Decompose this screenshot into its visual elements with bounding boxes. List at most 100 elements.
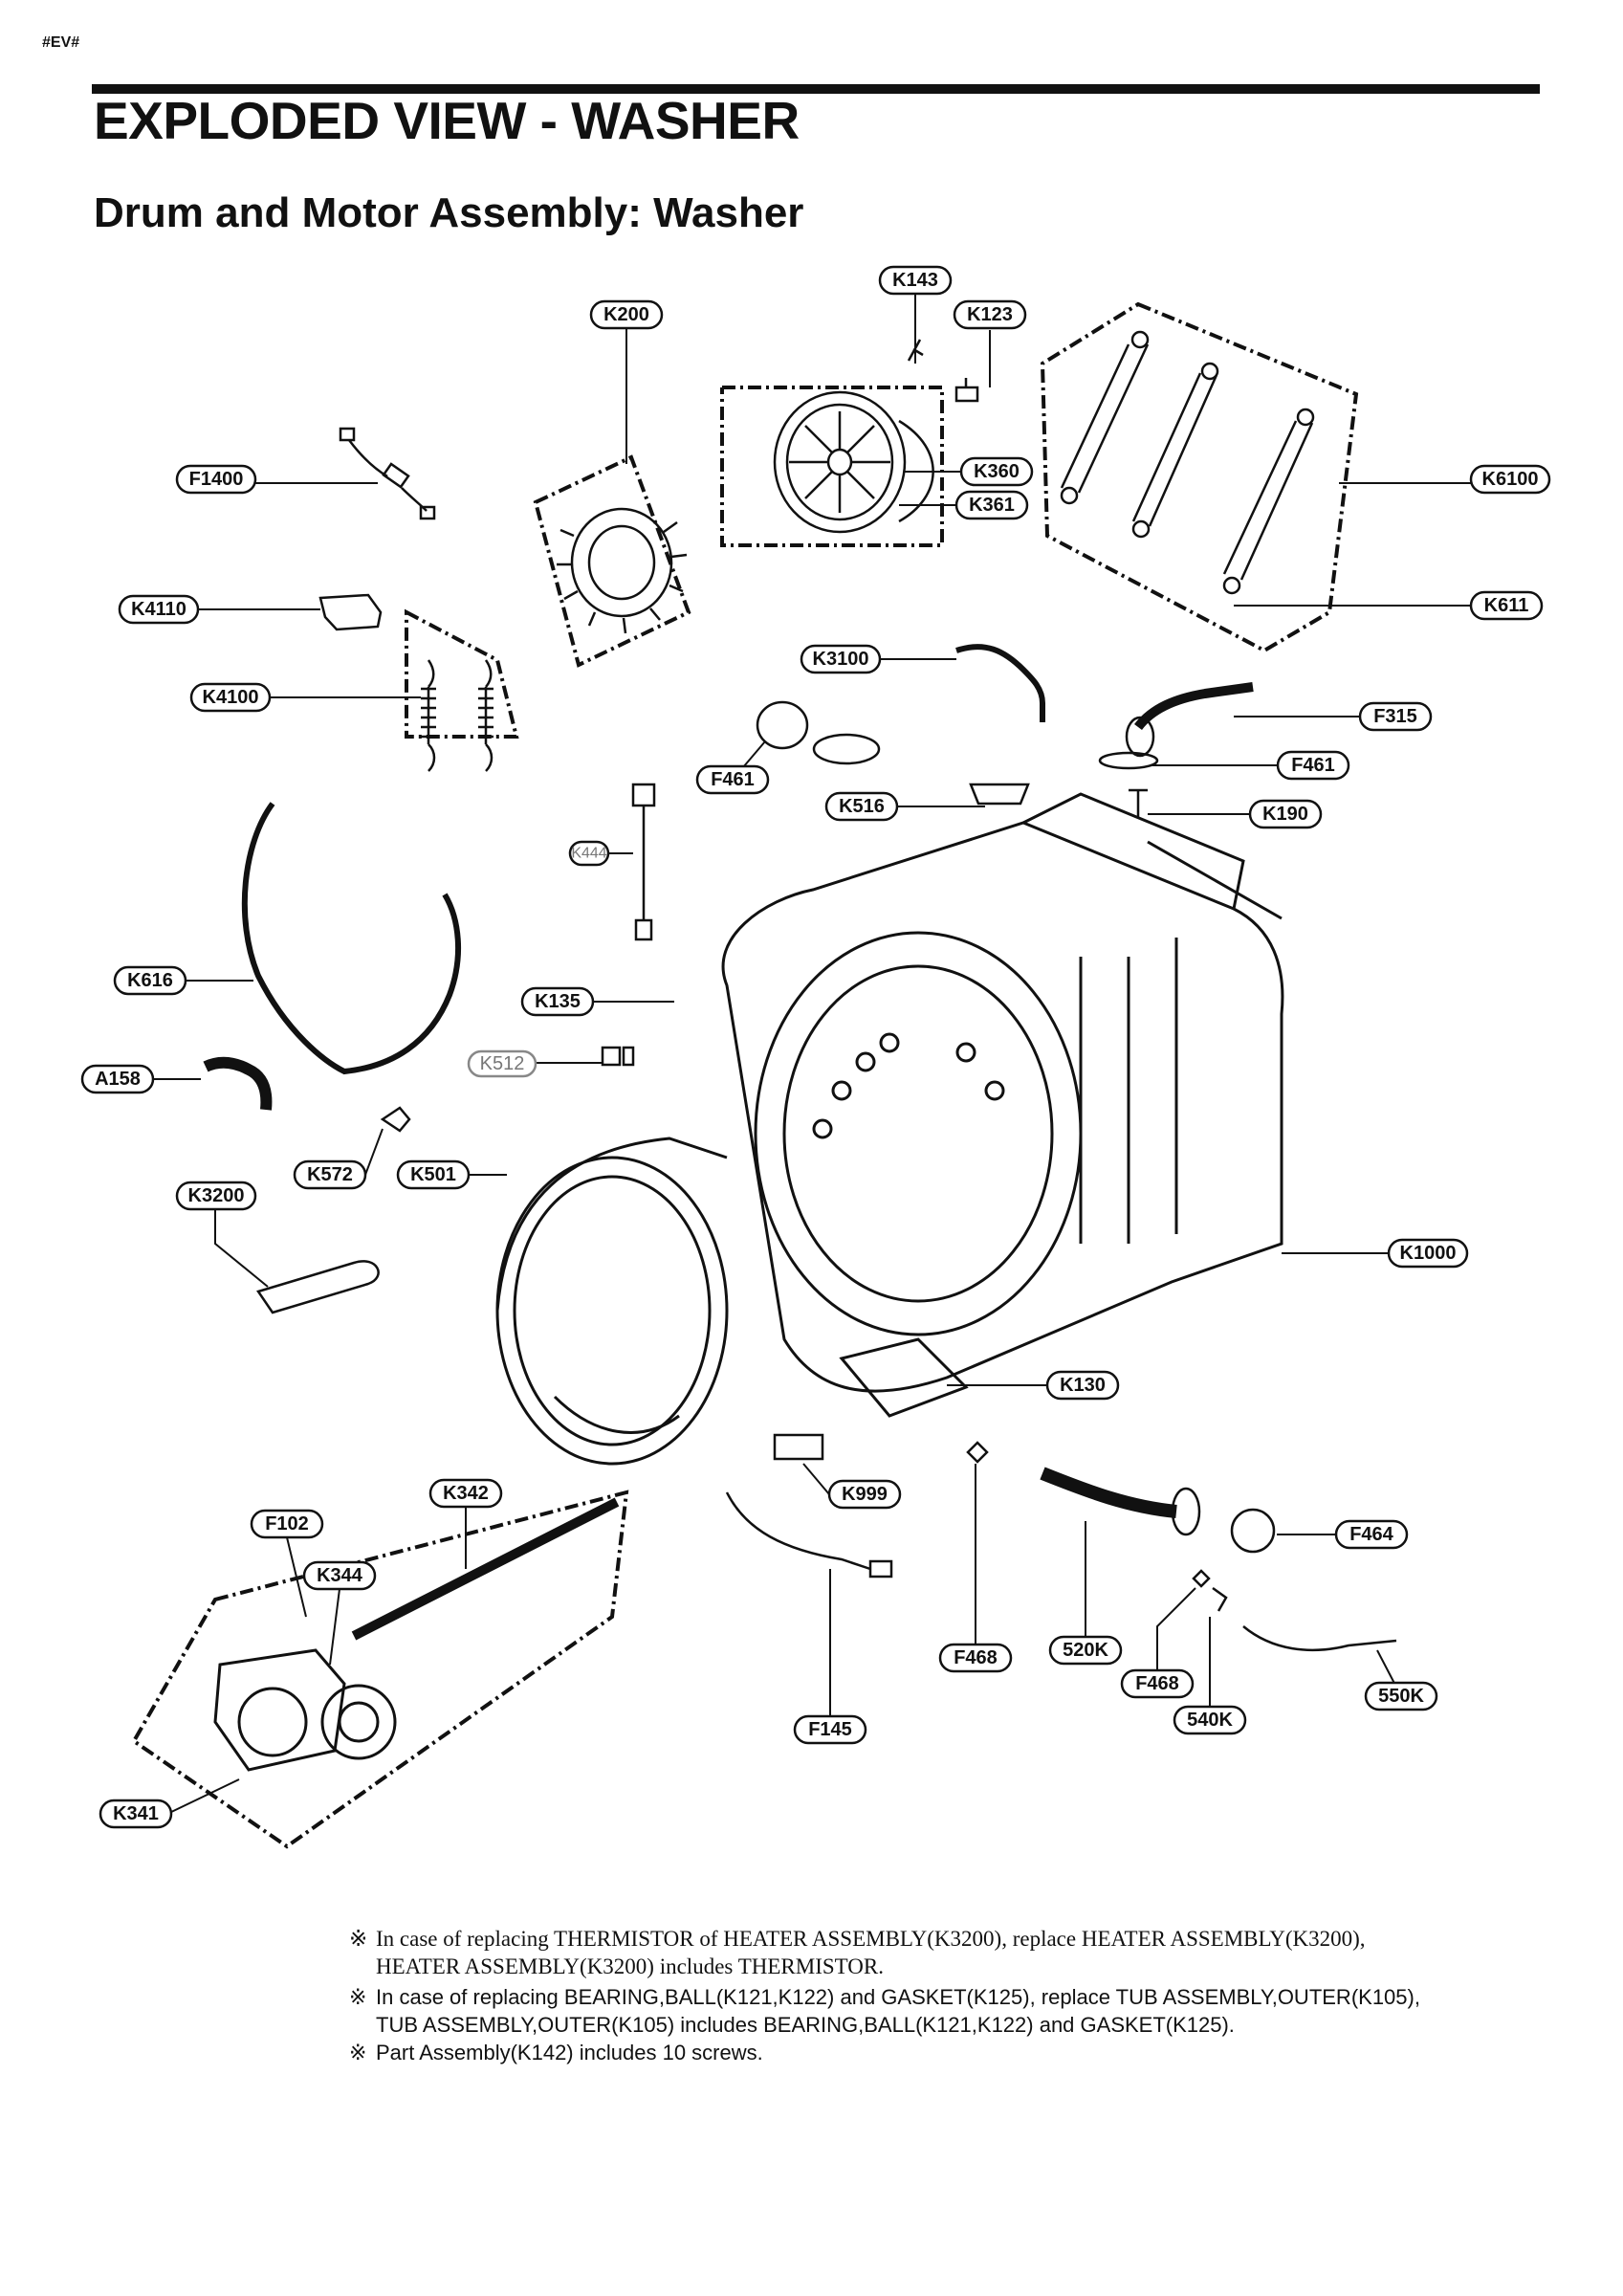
spring-boundary [405, 608, 519, 739]
callout-f461-right-frame [1276, 750, 1350, 781]
note-line: In case of replacing BEARING,BALL(K121,K… [376, 1985, 1420, 2009]
callout-k3100-frame [800, 644, 882, 674]
tub-k1000 [721, 792, 1284, 1393]
callout-f461-left: F461 [711, 769, 755, 790]
section-subtitle: Drum and Motor Assembly: Washer [94, 189, 804, 236]
springs-k4100 [421, 659, 493, 772]
callout-f102: F102 [265, 1513, 309, 1534]
callout-550k: 550K [1378, 1686, 1424, 1707]
hose-k3100 [955, 644, 1045, 722]
callout-k1000: K1000 [1400, 1243, 1457, 1264]
callout-f464-frame [1334, 1519, 1409, 1550]
callout-k512: K512 [480, 1053, 525, 1074]
hose-k342 [351, 1497, 620, 1641]
note-thermistor: ※ In case of replacing THERMISTOR of HEA… [349, 1925, 1497, 1980]
callout-a158-frame [80, 1064, 155, 1094]
callout-f1400: F1400 [189, 469, 244, 490]
hose-f315 [1134, 682, 1254, 731]
note-line: HEATER ASSEMBLY(K3200) includes THERMIST… [376, 1954, 884, 1978]
callout-f468-lower: F468 [1135, 1673, 1179, 1694]
part-f468-upper [966, 1441, 989, 1464]
wire-550k [1242, 1625, 1397, 1651]
callout-a158: A158 [95, 1069, 141, 1090]
callout-k1000-frame [1387, 1238, 1469, 1269]
callout-k200: K200 [603, 304, 649, 325]
sensor-k444 [631, 783, 656, 941]
callout-k143: K143 [892, 270, 938, 291]
assembly-boundaries [131, 301, 1359, 1849]
stator-k200 [557, 507, 688, 634]
clip-k4110 [318, 593, 383, 631]
callout-f464: F464 [1349, 1524, 1393, 1545]
page-title: EXPLODED VIEW - WASHER [94, 91, 800, 150]
callout-k190-frame [1248, 799, 1323, 829]
callout-k200-frame [589, 299, 664, 330]
note-bearing: ※ In case of replacing BEARING,BALL(K121… [349, 1983, 1497, 2039]
callout-labels [80, 265, 1551, 1829]
callout-f102-frame [250, 1509, 324, 1539]
part-f468-lower [1192, 1569, 1211, 1588]
callout-k611-frame [1469, 590, 1544, 621]
callout-k501-frame [396, 1159, 471, 1190]
wire-f145 [725, 1491, 871, 1571]
callout-f145-frame [793, 1714, 867, 1745]
callout-k611: K611 [1484, 595, 1529, 616]
part-k572 [380, 1106, 411, 1133]
callout-550k-frame [1364, 1681, 1438, 1711]
callout-k123: K123 [967, 304, 1013, 325]
callout-520k-frame [1048, 1635, 1123, 1666]
part-k512 [601, 1046, 635, 1067]
callout-f461-right: F461 [1291, 755, 1335, 776]
gasket-ring [812, 733, 881, 765]
callout-k3200-frame [175, 1181, 257, 1211]
callout-k6100-frame [1469, 464, 1551, 495]
parts [203, 330, 1397, 1772]
callout-k135: K135 [535, 991, 581, 1012]
callout-k341-frame [99, 1799, 173, 1829]
callout-k999: K999 [842, 1484, 888, 1505]
callout-k501: K501 [410, 1164, 456, 1185]
callout-f315-frame [1358, 701, 1433, 732]
callout-f468-upper-frame [938, 1643, 1013, 1673]
callout-k516: K516 [839, 796, 885, 817]
callout-540k: 540K [1187, 1710, 1233, 1731]
callout-k342: K342 [443, 1483, 489, 1504]
note-line: TUB ASSEMBLY,OUTER(K105) includes BEARIN… [376, 2013, 1235, 2037]
bracket-k616 [241, 802, 461, 1075]
callout-k344: K344 [317, 1565, 363, 1586]
callout-f315: F315 [1373, 706, 1417, 727]
callout-k572-frame [293, 1159, 367, 1190]
notes: ※ In case of replacing THERMISTOR of HEA… [349, 1925, 1497, 2066]
callout-520k: 520K [1063, 1640, 1108, 1661]
damper-boundary [1040, 301, 1359, 653]
hose-a158 [203, 1056, 273, 1111]
filter-k516 [969, 783, 1030, 806]
leader-lines [153, 294, 1471, 1815]
callout-k4110: K4110 [131, 599, 186, 620]
callout-k4100-frame [189, 682, 272, 713]
clamp-f461-right [1098, 751, 1159, 770]
callout-k444: K444 [571, 846, 606, 862]
callout-k341: K341 [113, 1803, 159, 1824]
note-line: Part Assembly(K142) includes 10 screws. [376, 2041, 763, 2064]
hose-520k [1040, 1467, 1177, 1518]
callout-f1400-frame [175, 464, 257, 495]
header-rule [92, 84, 1540, 94]
gasket-k501 [495, 1137, 729, 1466]
callout-k572: K572 [307, 1164, 353, 1185]
callout-k135-frame [520, 986, 595, 1017]
thermistor-k999 [773, 1433, 824, 1461]
callout-k3100: K3100 [813, 649, 869, 670]
stator-boundary [533, 454, 691, 668]
callout-k4110-frame [118, 594, 200, 625]
callout-f468-lower-frame [1120, 1668, 1195, 1699]
callout-k130: K130 [1060, 1375, 1106, 1396]
callout-k6100: K6100 [1482, 469, 1539, 490]
callout-texts: K143 K123 K200 K360 K361 K6100 F1400 K61… [95, 270, 1538, 1824]
note-mark: ※ [349, 1985, 367, 2009]
callout-k3200: K3200 [188, 1185, 245, 1206]
callout-f145: F145 [808, 1719, 852, 1740]
wire-harness-f1400 [339, 427, 436, 520]
callout-f461-left-frame [695, 764, 770, 795]
